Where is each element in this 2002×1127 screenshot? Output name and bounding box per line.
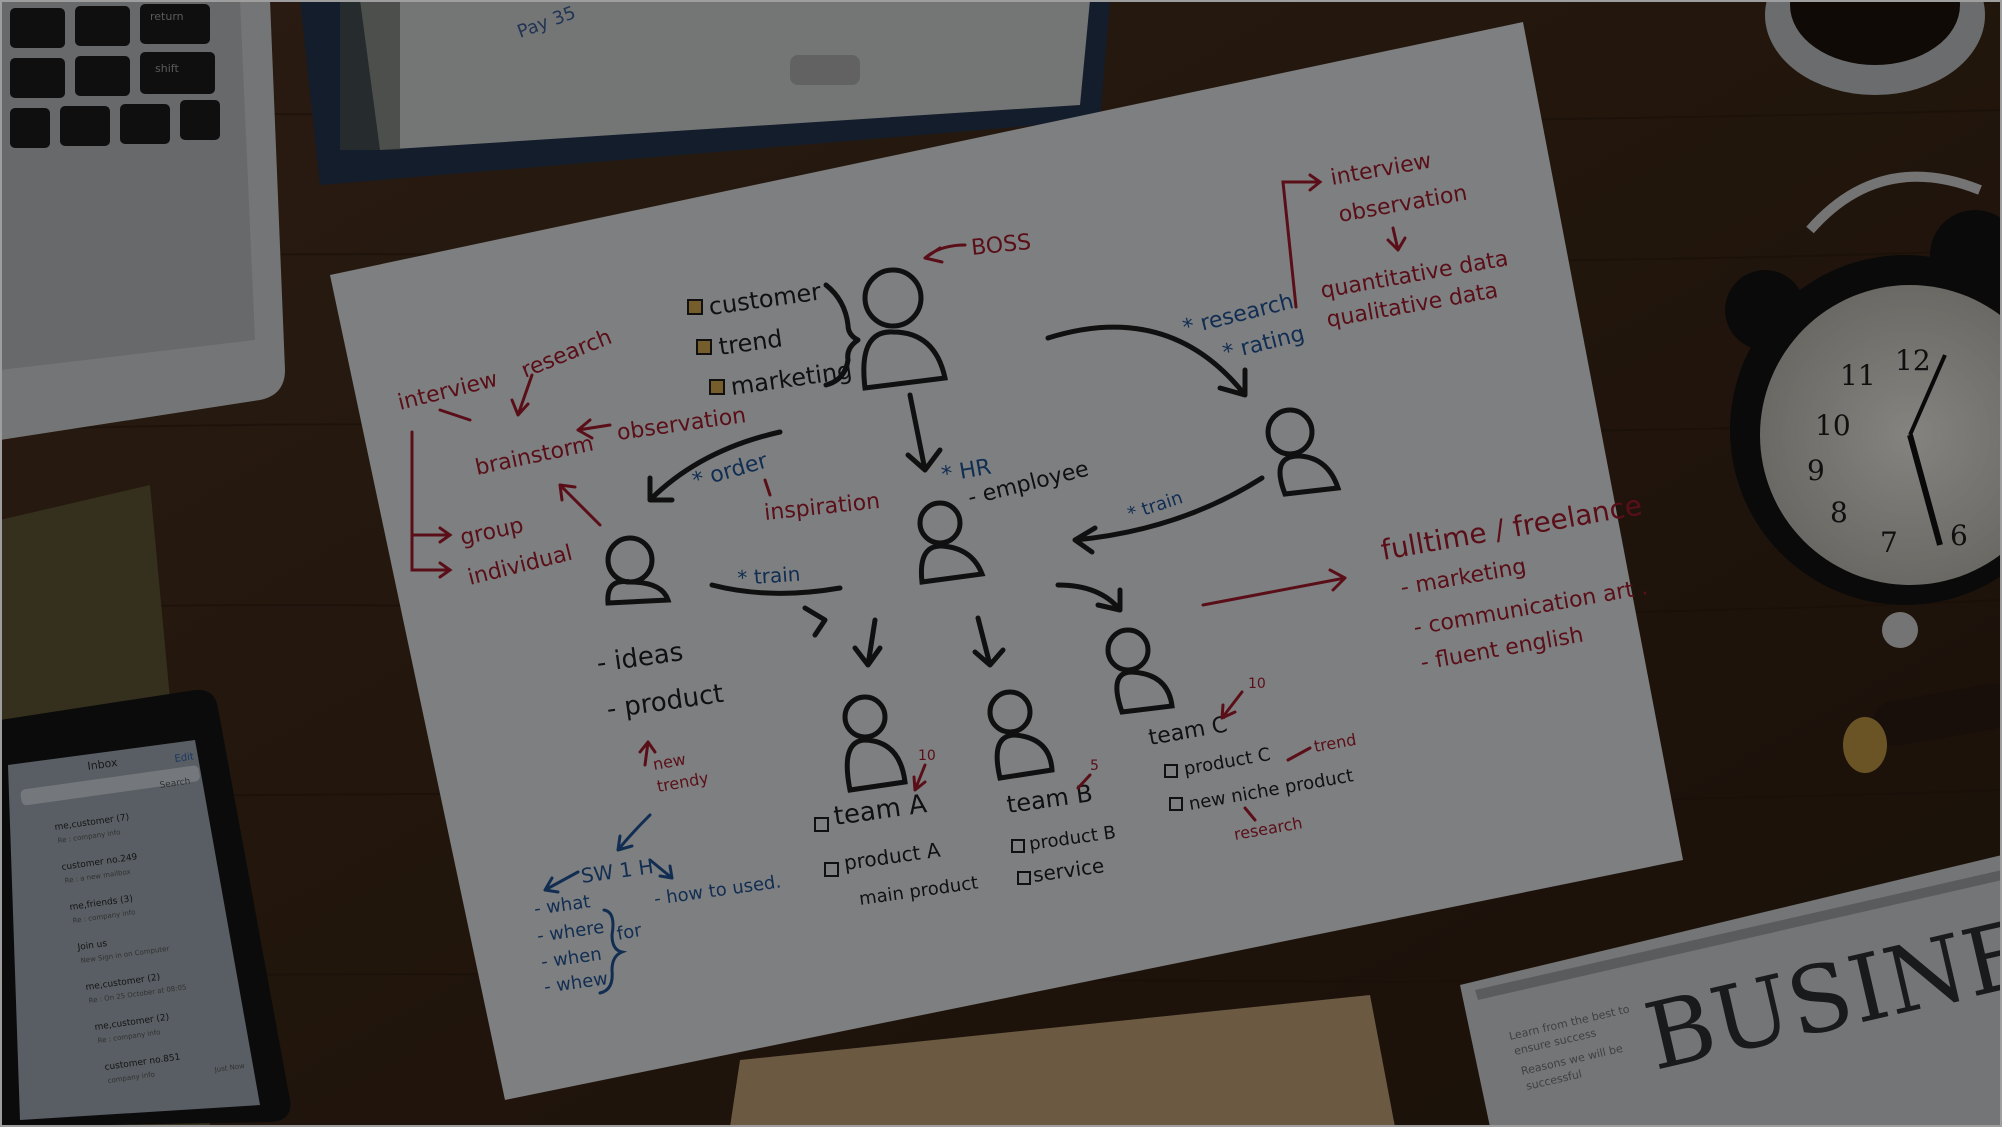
arrow-icon — [638, 740, 657, 767]
coffee-cup — [1765, 0, 1985, 95]
num-10c-label: 10 — [1248, 676, 1266, 692]
arrow-icon — [558, 483, 602, 527]
phone-row-name: Join us — [76, 939, 108, 953]
hr-person-icon — [917, 500, 986, 585]
arrow-icon — [709, 582, 843, 596]
paper-sheet — [330, 22, 1683, 1100]
num-10a-label: 10 — [918, 748, 936, 764]
arrow-icon — [1243, 806, 1257, 822]
blue-arrows — [543, 813, 674, 995]
sticky-checkbox — [687, 299, 703, 315]
arrow-icon — [616, 813, 652, 852]
arrow-icon — [802, 605, 828, 638]
key-return-label: return — [150, 10, 184, 23]
newspaper: BUSINE Learn from the best to ensure suc… — [1460, 855, 2002, 1127]
clock-number: 7 — [1880, 526, 1898, 559]
person-icon — [605, 535, 672, 606]
arrow-icon — [410, 430, 453, 579]
team-b-person-icon — [987, 689, 1055, 781]
arrow-icon — [648, 858, 674, 880]
arrow-icon — [972, 615, 1006, 668]
red-arrows — [410, 173, 1407, 822]
keyboard-keys — [10, 4, 220, 148]
arrow-icon — [1045, 324, 1248, 398]
key-shift-label: shift — [155, 62, 179, 75]
arrow-icon — [1220, 690, 1244, 720]
clock-number: 10 — [1815, 409, 1851, 442]
arrow-icon — [763, 478, 772, 497]
clock-number: 8 — [1830, 496, 1848, 529]
alarm-clock: 10 9 8 7 6 11 12 — [1725, 171, 2002, 648]
black-arrows — [647, 282, 1265, 668]
arrow-icon — [905, 392, 943, 473]
phone-search-bar — [20, 765, 200, 806]
smartphone: Inbox Edit Search me,customer (7) Re : c… — [0, 689, 291, 1127]
clock-number: 6 — [1950, 519, 1968, 552]
person-icon — [1265, 407, 1342, 497]
bracket — [823, 282, 861, 388]
notebook: Pay 35 — [300, 0, 1110, 185]
team-a-person-icon — [842, 694, 908, 793]
sticky-checkbox — [696, 339, 712, 355]
arrow-icon — [1076, 773, 1092, 790]
arrow-icon — [1201, 568, 1347, 607]
clock-number: 11 — [1840, 359, 1876, 392]
arrow-icon — [510, 373, 534, 417]
arrow-icon — [1281, 173, 1323, 309]
for-label: for — [615, 920, 644, 945]
phone-inbox-title: Inbox — [87, 756, 119, 773]
envelope — [730, 995, 1395, 1127]
arrow-icon — [438, 408, 472, 422]
clock-numbers: 10 9 8 7 6 11 12 — [1807, 344, 1968, 559]
wax-stamp — [1843, 683, 2002, 773]
num-5-label: 5 — [1090, 758, 1099, 774]
laptop: return shift — [0, 0, 285, 440]
clock-number: 12 — [1895, 344, 1931, 377]
arrow-icon — [912, 763, 927, 792]
boss-label: BOSS — [970, 230, 1032, 261]
brace — [598, 908, 628, 995]
arrow-icon — [852, 617, 883, 668]
clock-hour-hand — [1907, 434, 1943, 546]
phone-edit: Edit — [174, 751, 195, 765]
arrow-icon — [1055, 582, 1123, 613]
clock-number: 9 — [1807, 454, 1825, 487]
arrow-icon — [647, 429, 783, 503]
boss-person-icon — [861, 267, 949, 391]
team-c-person-icon — [1105, 627, 1175, 715]
train-left-label: * train — [737, 562, 801, 590]
checkbox-icons — [814, 764, 1183, 885]
arrow-icon — [923, 243, 967, 264]
arrow-icon — [1072, 475, 1265, 555]
arrow-icon — [1286, 746, 1312, 762]
arrow-icon — [543, 870, 580, 894]
sticky-checkbox — [709, 379, 725, 395]
clock-minute-hand — [1908, 354, 1947, 436]
phone-search-text: Search — [159, 777, 191, 791]
arrow-icon — [1386, 226, 1407, 252]
arrow-icon — [576, 418, 612, 440]
